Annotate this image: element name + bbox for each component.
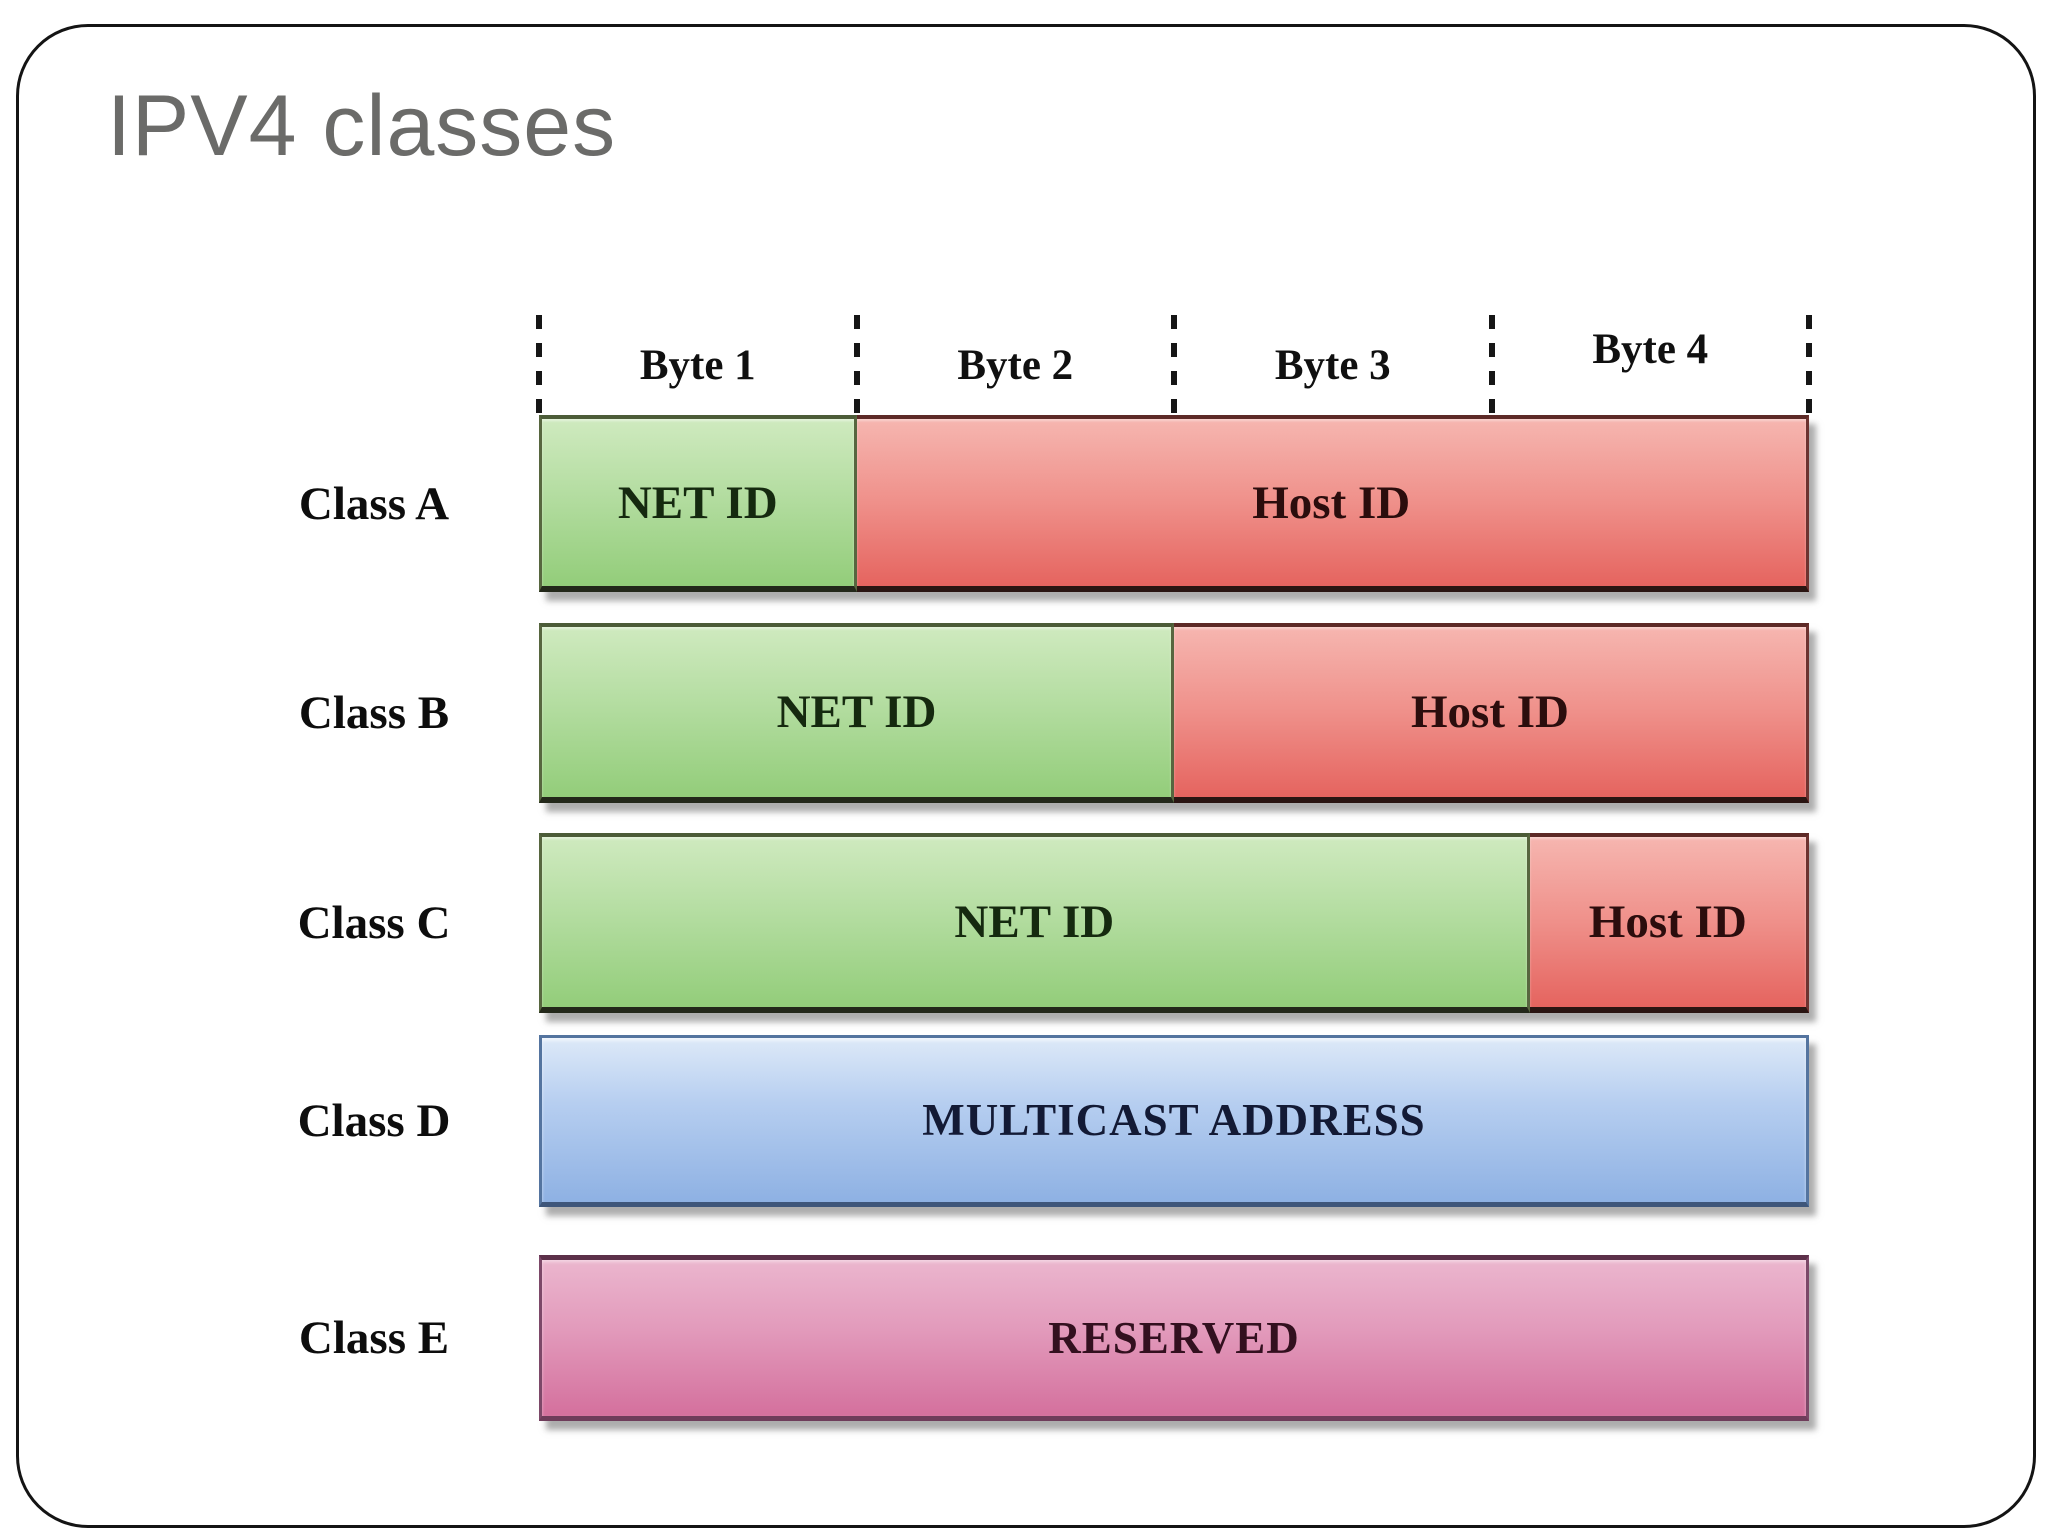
class-b-bar: NET ID Host ID	[539, 623, 1809, 803]
class-c-host-id-segment: Host ID	[1529, 833, 1809, 1013]
byte-3-label: Byte 3	[1274, 341, 1391, 389]
class-e-reserved-segment: RESERVED	[539, 1255, 1809, 1421]
dashed-tick	[1806, 315, 1812, 415]
class-e-label: Class E	[298, 1312, 450, 1364]
class-d-multicast-segment: MULTICAST ADDRESS	[539, 1035, 1809, 1207]
byte-2-label: Byte 2	[957, 341, 1074, 389]
class-a-net-id-segment: NET ID	[539, 415, 857, 592]
class-a-row: Class A NET ID Host ID	[19, 415, 2048, 592]
class-e-bar: RESERVED	[539, 1255, 1809, 1421]
class-d-label: Class D	[297, 1095, 451, 1147]
class-c-label: Class C	[297, 897, 451, 949]
class-a-label: Class A	[298, 477, 450, 530]
class-d-row: Class D MULTICAST ADDRESS	[19, 1035, 2048, 1207]
class-b-row: Class B NET ID Host ID	[19, 623, 2048, 803]
class-e-row: Class E RESERVED	[19, 1255, 2048, 1421]
class-a-bar: NET ID Host ID	[539, 415, 1809, 592]
byte-header-row: Byte 1 Byte 2 Byte 3 Byte 4	[536, 315, 1812, 415]
dashed-tick	[1488, 315, 1495, 415]
class-c-net-id-segment: NET ID	[539, 833, 1530, 1013]
byte-labels: Byte 1 Byte 2 Byte 3 Byte 4	[539, 315, 1809, 415]
byte-4-label: Byte 4	[1592, 325, 1709, 373]
class-d-bar: MULTICAST ADDRESS	[539, 1035, 1809, 1207]
page-title: IPV4 classes	[107, 78, 617, 174]
class-b-label: Class B	[298, 687, 450, 739]
dashed-tick	[1171, 315, 1177, 415]
byte-1-label: Byte 1	[639, 341, 756, 389]
class-c-bar: NET ID Host ID	[539, 833, 1809, 1013]
dashed-tick	[853, 315, 860, 415]
slide-frame: IPV4 classes Byte 1 Byte 2 Byte 3 Byte 4…	[16, 24, 2036, 1528]
class-b-host-id-segment: Host ID	[1174, 623, 1809, 803]
class-a-host-id-segment: Host ID	[856, 415, 1809, 592]
class-b-net-id-segment: NET ID	[539, 623, 1174, 803]
class-c-row: Class C NET ID Host ID	[19, 833, 2048, 1013]
dashed-tick	[536, 315, 542, 415]
